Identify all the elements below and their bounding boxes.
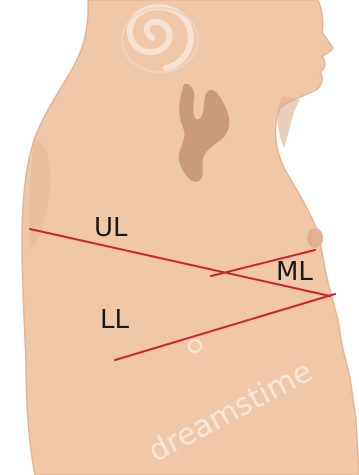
nipple [307,228,323,248]
label-lower-lobe: LL [100,305,129,335]
label-middle-lobe: ML [276,257,313,287]
label-upper-lobe: UL [94,213,128,243]
